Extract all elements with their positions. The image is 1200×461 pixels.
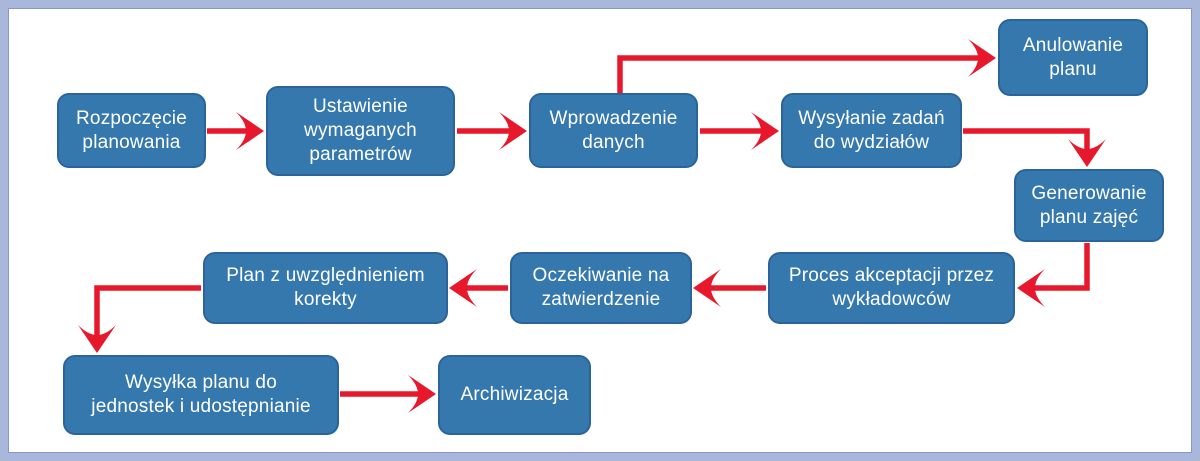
node-oczekiwanie-zatwierdzenie: Oczekiwanie na zatwierdzenie [510,252,692,324]
node-wprowadzenie-danych: Wprowadzenie danych [529,93,698,168]
node-wysylka-planu: Wysyłka planu do jednostek i udostępnian… [63,355,339,435]
arrowhead-start-to-params [236,112,264,150]
arrowhead-params-to-data [499,112,527,150]
node-wysylanie-zadan: Wysyłanie zadań do wydziałów [781,93,962,168]
node-archiwizacja: Archiwizacja [438,355,591,435]
node-ustawienie-parametrow: Ustawienie wymaganych parametrów [266,86,455,176]
arrow-generate-to-acceptance [1035,243,1090,291]
node-proces-akceptacji: Proces akceptacji przez wykładowców [768,252,1015,324]
node-plan-z-korekta: Plan z uwzględnieniem korekty [203,252,448,324]
arrow-corrected-to-distribution [94,285,201,335]
node-rozpoczecie-planowania: Rozpoczęcie planowania [57,93,206,168]
arrowhead-data-to-send [751,112,779,150]
arrowhead-generate-to-acceptance [1017,269,1045,307]
node-generowanie-planu: Generowanie planu zajęć [1014,169,1164,242]
arrowhead-distribution-to-archive [408,375,436,413]
arrowhead-waiting-to-corrected [449,269,477,307]
arrowhead-acceptance-to-waiting [693,269,721,307]
arrowhead-send-to-generate [1068,139,1106,167]
arrow-data-to-cancel [617,55,978,94]
arrow-send-to-generate [963,128,1090,149]
arrowhead-data-to-cancel [968,39,996,77]
node-anulowanie-planu: Anulowanie planu [998,19,1148,96]
arrowhead-corrected-to-distribution [78,325,116,353]
